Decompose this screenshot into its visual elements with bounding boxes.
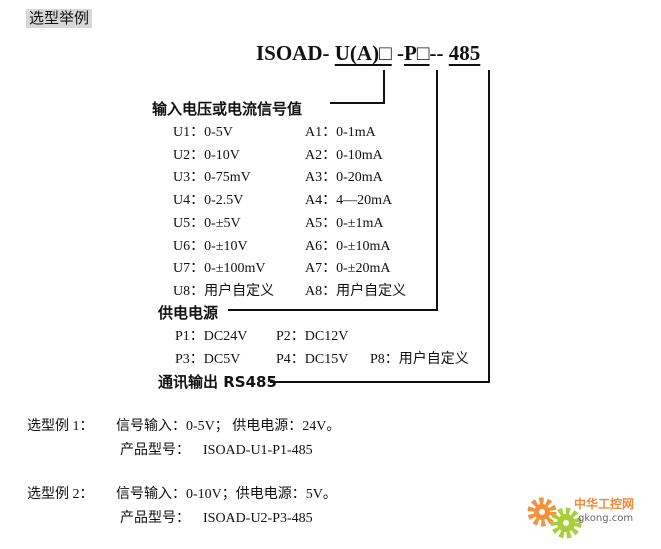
example-model-label: 产品型号： (120, 443, 190, 458)
connector-line (270, 381, 490, 383)
example-desc: 信号输入：0-5V； 供电电源：24V。 (116, 419, 341, 434)
power-option: P4：DC15V (276, 352, 349, 367)
voltage-option: U2：0-10V (173, 147, 240, 163)
current-option: A1：0-1mA (305, 125, 376, 140)
logo-en: gkong.com (578, 513, 634, 524)
current-option: A2：0-10mA (305, 147, 383, 163)
power-option: P8：用户自定义 (370, 352, 469, 367)
model-sep: -- (429, 41, 449, 65)
gear-icon (527, 497, 582, 539)
connector-line (488, 70, 490, 383)
model-sep: - (391, 41, 405, 65)
connector-line (383, 70, 385, 104)
model-prefix: ISOAD- (256, 41, 335, 65)
connector-line (330, 102, 385, 104)
current-option: A8：用户自定义 (305, 283, 407, 299)
voltage-option: U1：0-5V (173, 125, 233, 140)
connector-line (436, 70, 438, 311)
connector-line (228, 309, 438, 311)
model-output: 485 (448, 41, 481, 65)
example-desc: 信号输入：0-10V；供电电源：5V。 (116, 487, 337, 502)
model-input: U(A)□ (334, 41, 392, 65)
model-power: P□ (404, 41, 430, 65)
output-heading: 通讯输出 RS485 (158, 373, 277, 391)
current-option: A7：0-±20mA (305, 261, 391, 277)
model-code: ISOAD- U(A)□ -P□-- 485 (256, 43, 480, 64)
example-model: ISOAD-U2-P3-485 (203, 511, 313, 526)
example-label: 选型例 1： (27, 419, 94, 434)
current-option: A4：4—20mA (305, 193, 393, 209)
example-model: ISOAD-U1-P1-485 (203, 443, 313, 458)
voltage-option: U5：0-±5V (173, 215, 241, 231)
voltage-option: U3：0-75mV (173, 170, 251, 186)
voltage-option: U8：用户自定义 (173, 283, 275, 299)
power-option: P1：DC24V (175, 329, 248, 344)
gkong-logo: 中华工控网 gkong.com (522, 490, 657, 545)
example-label: 选型例 2： (27, 487, 94, 502)
current-option: A3：0-20mA (305, 170, 383, 186)
voltage-option: U6：0-±10V (173, 238, 248, 254)
power-option: P3：DC5V (175, 352, 241, 367)
voltage-option: U7：0-±100mV (173, 261, 266, 277)
power-heading: 供电电源 (158, 304, 219, 322)
logo-cn: 中华工控网 (574, 497, 635, 511)
current-option: A5：0-±1mA (305, 215, 384, 231)
input-heading: 输入电压或电流信号值 (152, 100, 303, 118)
power-option: P2：DC12V (276, 329, 349, 344)
current-option: A6：0-±10mA (305, 238, 391, 254)
voltage-option: U4：0-2.5V (173, 193, 244, 209)
section-title: 选型举例 (26, 9, 93, 28)
example-model-label: 产品型号： (120, 511, 190, 526)
